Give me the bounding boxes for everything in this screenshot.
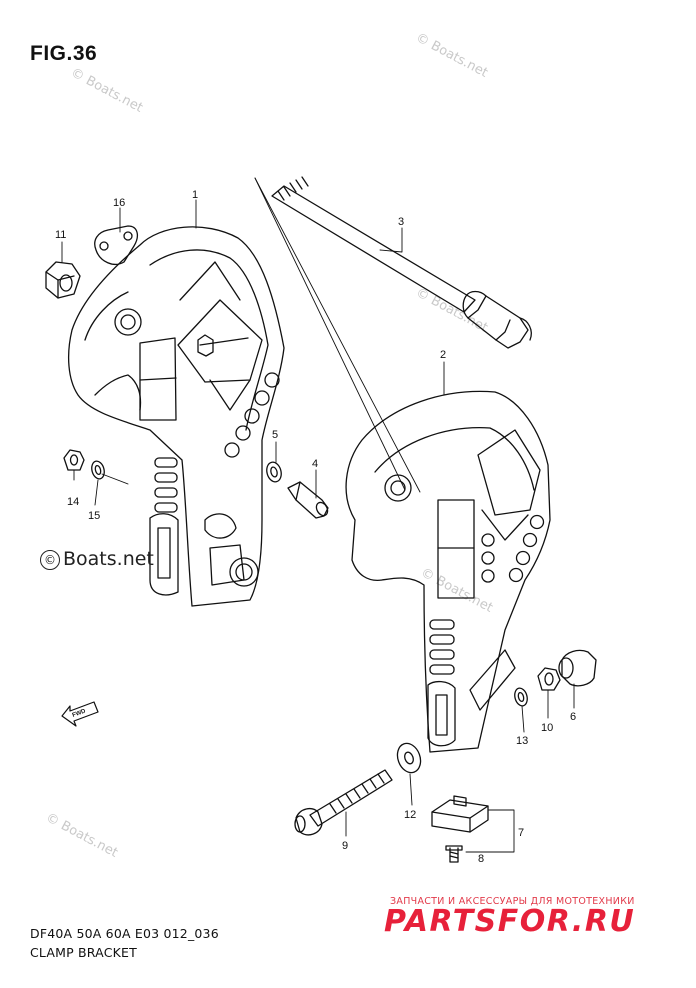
part-labels: 1 2 3 4 5 6 7 8 9 10 11 12 13 14 15 16 bbox=[55, 189, 576, 865]
watermark-large: ©Boats.net bbox=[40, 548, 154, 570]
model-code: DF40A 50A 60A E03 012_036 bbox=[30, 926, 219, 941]
bolt-9 bbox=[294, 769, 393, 836]
watermark-text: © Boats.net bbox=[413, 30, 490, 80]
part-label-14: 14 bbox=[67, 496, 79, 508]
part-label-3: 3 bbox=[398, 216, 404, 228]
nut-10 bbox=[537, 667, 561, 691]
part-label-12: 12 bbox=[404, 809, 416, 821]
watermark-text: © Boats.net bbox=[68, 65, 145, 115]
washer-15 bbox=[91, 460, 105, 480]
part-label-15: 15 bbox=[88, 510, 100, 522]
leader-triangle bbox=[254, 177, 421, 493]
seller-logo[interactable]: PARTSFOR.RU bbox=[384, 904, 636, 939]
part-label-5: 5 bbox=[272, 429, 278, 441]
plate bbox=[94, 225, 139, 265]
figure-label: FIG.36 bbox=[30, 42, 98, 65]
part-label-4: 4 bbox=[312, 458, 318, 470]
part-label-10: 10 bbox=[541, 722, 553, 734]
seller-tagline: ЗАПЧАСТИ И АКСЕССУАРЫ ДЛЯ МОТОТЕХНИКИ bbox=[390, 896, 635, 907]
clamp-bracket-left bbox=[68, 226, 285, 607]
part-label-1: 1 bbox=[192, 189, 198, 201]
pin bbox=[287, 481, 329, 519]
watermark-text: © Boats.net bbox=[413, 285, 490, 335]
part-label-8: 8 bbox=[478, 853, 484, 865]
nut-14 bbox=[63, 449, 85, 471]
washer-12 bbox=[396, 742, 422, 774]
part-label-9: 9 bbox=[342, 840, 348, 852]
watermark-large-text: Boats.net bbox=[63, 548, 154, 570]
part-label-6: 6 bbox=[570, 711, 576, 723]
part-label-7: 7 bbox=[518, 827, 524, 839]
part-label-11: 11 bbox=[55, 229, 66, 241]
block bbox=[431, 795, 489, 833]
watermark-text: © Boats.net bbox=[43, 810, 120, 860]
clamp-bracket-right bbox=[345, 390, 551, 753]
part-label-16: 16 bbox=[113, 197, 125, 209]
fwd-label: FWD bbox=[72, 708, 88, 719]
part-label-13: 13 bbox=[516, 735, 528, 747]
nut-11 bbox=[45, 261, 81, 299]
leader-lines bbox=[61, 199, 575, 853]
section-title: CLAMP BRACKET bbox=[30, 945, 137, 960]
copyright-icon: © bbox=[40, 550, 60, 570]
bushing bbox=[558, 649, 597, 687]
part-label-2: 2 bbox=[440, 349, 446, 361]
washer-5 bbox=[266, 461, 282, 483]
screw bbox=[445, 845, 463, 863]
washer-13 bbox=[514, 687, 528, 707]
clamp-bolt bbox=[271, 176, 532, 349]
forward-direction-icon: FWD bbox=[61, 701, 99, 727]
